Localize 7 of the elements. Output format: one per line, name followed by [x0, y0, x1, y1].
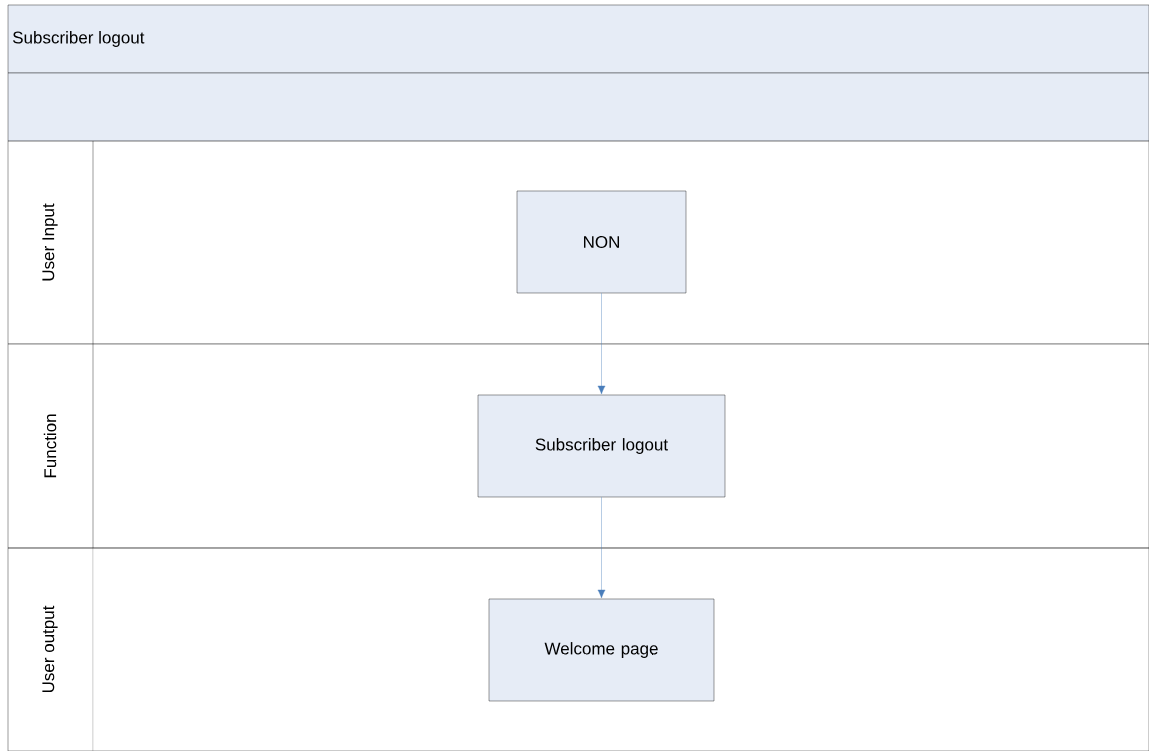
process-box: Subscriber logout: [477, 394, 726, 498]
header-band: [7, 72, 1149, 142]
arrow: [597, 497, 606, 599]
process-box: NON: [516, 190, 687, 294]
process-box: Welcome page: [488, 598, 715, 702]
arrow: [597, 293, 606, 395]
title-band: Subscriber logout: [7, 4, 1149, 74]
